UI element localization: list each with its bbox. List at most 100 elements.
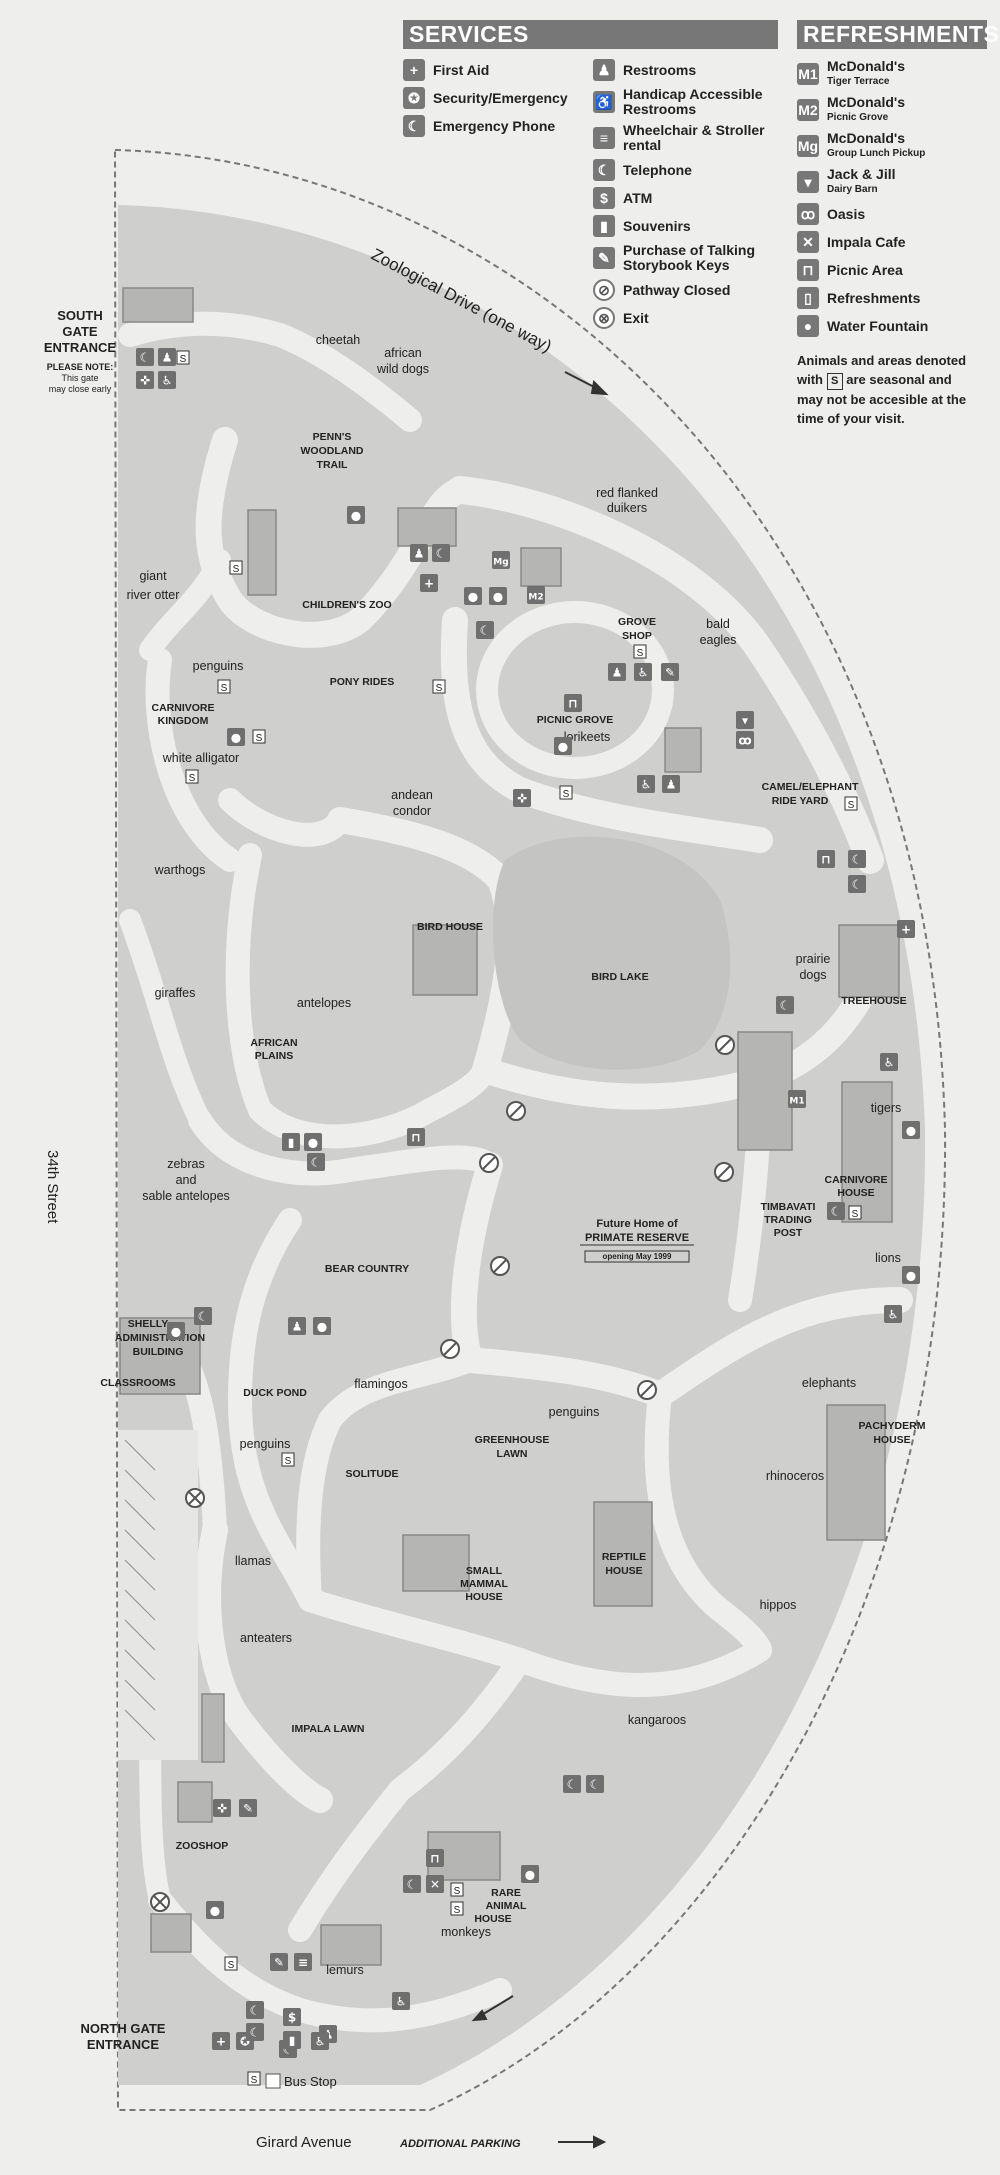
exhibit-label: PICNIC GROVE (537, 714, 613, 726)
legend-item: ✕Impala Cafe (797, 231, 987, 253)
pathway-closed-icon (490, 1256, 510, 1276)
service-marker-icon: ☾ (194, 1307, 212, 1325)
service-marker-icon: ● (902, 1121, 920, 1139)
service-marker-icon: ☾ (848, 850, 866, 868)
service-marker-icon: ▾ (736, 711, 754, 729)
service-marker-icon: ✜ (213, 1799, 231, 1817)
svg-text:Mg: Mg (493, 558, 508, 568)
service-markers: ☾♟✜♿●♟☾+●MgM2●☾▾ꝏ♟♿✎⊓●✜♿♟●⊓☾☾+☾♿M1●●♿☾▮●… (136, 348, 920, 2058)
legend-item: ♿Handicap Accessible Restrooms (593, 87, 778, 117)
legend-item: ♟Restrooms (593, 59, 778, 81)
exhibit-label: CARNIVORE (151, 702, 214, 714)
mcdonalds-2-icon: M2 (797, 99, 819, 121)
service-marker-icon: ⊓ (817, 850, 835, 868)
seasonal-badge-icon: S (176, 350, 190, 365)
exhibit-label: SOLITUDE (345, 1468, 398, 1480)
seasonal-badge-icon: S (633, 644, 647, 659)
service-marker-icon: ● (489, 587, 507, 605)
service-marker-icon: ☾ (432, 544, 450, 562)
legend-item: ⊓Picnic Area (797, 259, 987, 281)
svg-text:PRIMATE RESERVE: PRIMATE RESERVE (585, 1232, 689, 1244)
exhibit-label: ADMINISTRATION (115, 1332, 205, 1344)
exhibit-label: BIRD HOUSE (417, 921, 483, 933)
svg-text:●: ● (231, 731, 241, 745)
legend-item: ▯Refreshments (797, 287, 987, 309)
svg-text:S: S (251, 2075, 258, 2086)
pretzel-icon: ꝏ (797, 203, 819, 225)
service-marker-icon: ♿ (637, 775, 655, 793)
service-marker-icon: ✎ (661, 663, 679, 681)
svg-text:$: $ (288, 2011, 296, 2025)
exhibit-label: TIMBAVATI (761, 1201, 816, 1213)
svg-text:●: ● (210, 1904, 220, 1918)
cup-icon: ▯ (797, 287, 819, 309)
exhibit-label: POST (774, 1227, 803, 1239)
svg-text:♟: ♟ (292, 1320, 303, 1334)
mcdonalds-1-icon: M1 (797, 63, 819, 85)
svg-text:☾: ☾ (567, 1778, 578, 1792)
buildings (119, 287, 900, 1966)
exhibit-label: MAMMAL (460, 1578, 508, 1590)
exhibit-label: IMPALA LAWN (292, 1723, 365, 1735)
svg-text:▮: ▮ (289, 2034, 296, 2048)
animal-label: rhinoceros (766, 1469, 824, 1483)
svg-text:✎: ✎ (665, 666, 675, 680)
animal-label: condor (393, 804, 431, 818)
service-marker-icon: ♿ (311, 2032, 329, 2050)
animal-label: wild dogs (376, 362, 429, 376)
pathway-closed-icon (479, 1153, 499, 1173)
svg-text:♟: ♟ (414, 547, 425, 561)
service-marker-icon: Mg (492, 551, 510, 569)
svg-text:☾: ☾ (250, 2004, 261, 2018)
animal-label: prairie (796, 952, 831, 966)
north-gate-label: NORTH GATE ENTRANCE (81, 2021, 166, 2052)
legend-item: ☾Telephone (593, 159, 778, 181)
first-aid-icon: + (403, 59, 425, 81)
service-marker-icon: ● (313, 1317, 331, 1335)
animal-label: eagles (700, 633, 737, 647)
svg-text:♿: ♿ (315, 2035, 326, 2049)
svg-text:♟: ♟ (162, 351, 173, 365)
animal-label: white alligator (162, 751, 239, 765)
animal-label: river otter (127, 588, 180, 602)
service-marker-icon: M2 (527, 586, 545, 604)
wheelchair-rental-icon: ≡ (593, 127, 615, 149)
svg-text:☾: ☾ (831, 1205, 842, 1219)
legend-item: ✎Purchase of Talking Storybook Keys (593, 243, 778, 273)
svg-text:♿: ♿ (638, 666, 649, 680)
zoo-fence-outline (113, 148, 947, 2111)
animal-label: antelopes (297, 996, 351, 1010)
exhibit-label: KINGDOM (158, 715, 209, 727)
svg-text:ENTRANCE: ENTRANCE (87, 2037, 160, 2052)
service-marker-icon: ● (347, 506, 365, 524)
svg-text:S: S (637, 648, 644, 659)
service-marker-icon: ♿ (634, 663, 652, 681)
exhibit-label: CLASSROOMS (100, 1377, 175, 1389)
animal-label: cheetah (316, 333, 361, 347)
water-drop-icon: ● (797, 315, 819, 337)
pathway-closed-markers (150, 1035, 735, 1912)
svg-text:♟: ♟ (666, 778, 677, 792)
service-marker-icon: ● (167, 1322, 185, 1340)
service-marker-icon: ☾ (307, 1153, 325, 1171)
exhibit-label: CHILDREN'S ZOO (302, 599, 391, 611)
service-marker-icon: ● (464, 587, 482, 605)
service-marker-icon: ● (206, 1901, 224, 1919)
services-legend: SERVICES +First Aid✪Security/Emergency☾E… (403, 20, 778, 335)
seasonal-badge-icon: S (432, 679, 446, 694)
svg-text:♿: ♿ (162, 374, 173, 388)
exhibit-label: PENN'S (313, 431, 352, 443)
legend-item-label: Telephone (623, 161, 692, 178)
legend-item: ⊘Pathway Closed (593, 279, 778, 301)
exhibit-label: GROVE (618, 616, 656, 628)
svg-text:☾: ☾ (436, 547, 447, 561)
animal-label: giraffes (155, 986, 196, 1000)
svg-text:S: S (233, 564, 240, 575)
service-marker-icon: ✎ (270, 1953, 288, 1971)
animal-label: elephants (802, 1376, 856, 1390)
animal-label: red flanked (596, 486, 658, 500)
